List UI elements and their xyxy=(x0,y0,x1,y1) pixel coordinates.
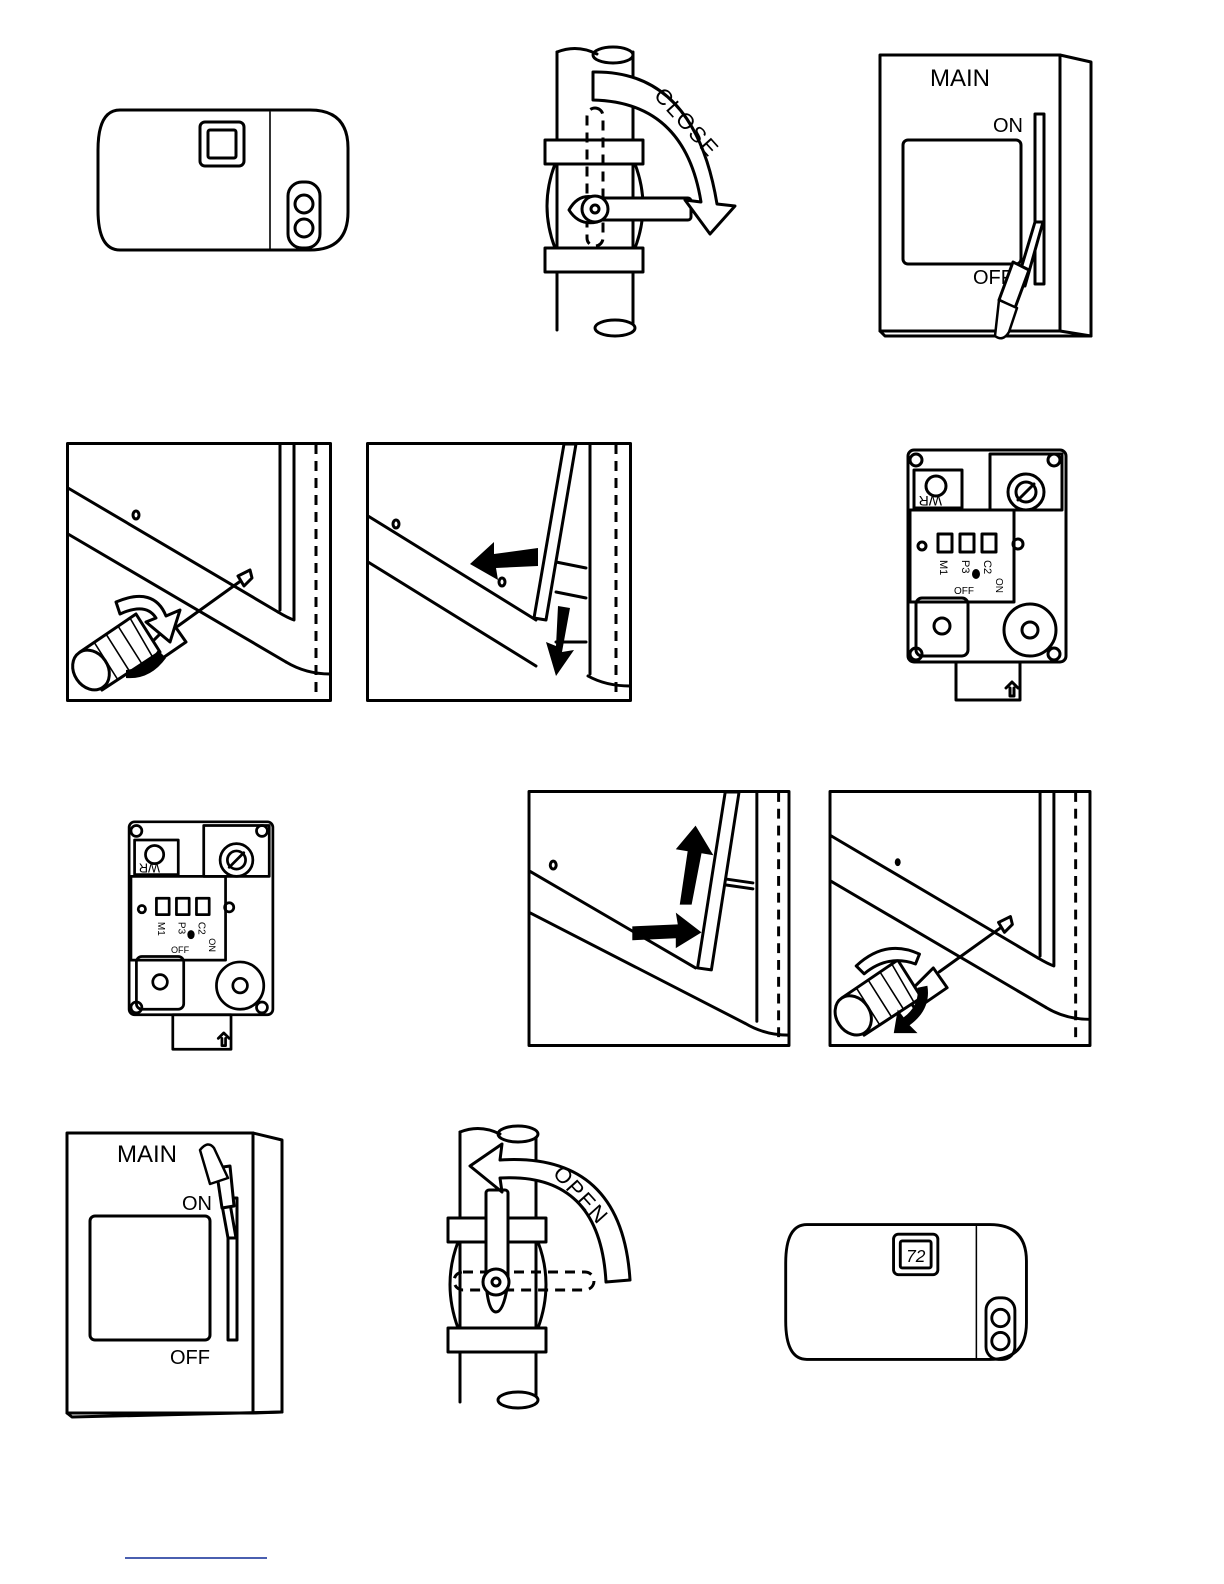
switch-on-label: ON xyxy=(993,115,1023,137)
gas-valve-open-figure: OPEN xyxy=(440,1122,640,1412)
switch-on-label-2: ON xyxy=(182,1193,212,1215)
panel-screw-remove-figure xyxy=(66,442,332,702)
door-remove-figure xyxy=(366,442,632,702)
gc1-off-label: OFF xyxy=(954,586,974,597)
gc2-m1-label: M1 xyxy=(155,922,166,936)
gc1-on-label: ON xyxy=(993,578,1004,593)
door-install-figure xyxy=(527,790,791,1047)
gc2-off-label: OFF xyxy=(171,945,190,955)
gc2-on-label: ON xyxy=(207,938,217,952)
gc2-c2-label: C2 xyxy=(195,922,206,935)
main-switch-label: MAIN xyxy=(930,65,990,92)
switch-off-label-2: OFF xyxy=(170,1347,210,1369)
gas-control-valve-figure-2: WR M1 P3 C2 ON OFF xyxy=(121,820,281,1052)
thermostat-blank-figure xyxy=(90,100,360,260)
gc2-wr-label: WR xyxy=(139,861,160,876)
gc1-wr-label: WR xyxy=(919,493,942,509)
gas-control-valve-figure-1: WR M1 P3 C2 ON OFF xyxy=(902,448,1072,703)
gas-valve-close-figure: CLOSE xyxy=(535,40,755,340)
thermostat-temperature: 72 xyxy=(906,1246,926,1266)
footer-rule xyxy=(125,1557,267,1559)
gc2-p3-label: P3 xyxy=(175,922,186,935)
gc1-p3-label: P3 xyxy=(959,560,971,573)
main-switch-on-title: MAIN xyxy=(117,1141,177,1168)
thermostat-72-figure: 72 xyxy=(778,1212,1038,1372)
main-switch-on-figure: MAIN ON OFF xyxy=(62,1128,287,1420)
gc1-c2-label: C2 xyxy=(981,560,993,574)
gc1-m1-label: M1 xyxy=(937,560,949,575)
main-switch-off-figure: MAIN ON OFF xyxy=(875,50,1100,345)
panel-screw-install-figure xyxy=(828,790,1092,1047)
valve-open-label: OPEN xyxy=(548,1161,614,1230)
